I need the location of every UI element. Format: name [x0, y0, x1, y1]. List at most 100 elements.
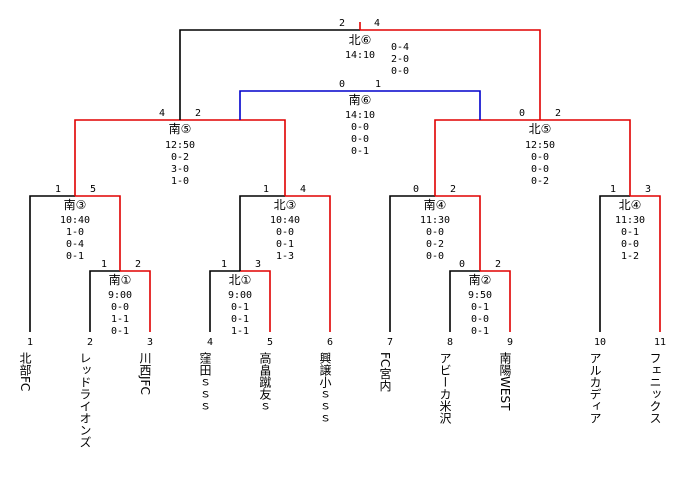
- score-left: 1: [55, 184, 61, 195]
- score-left: 2: [339, 18, 345, 29]
- match-time: 10:40: [270, 215, 300, 226]
- period-score: 0-1: [621, 227, 639, 238]
- team-number: 8: [447, 337, 453, 348]
- score-right: 2: [450, 184, 456, 195]
- match-time: 11:30: [615, 215, 645, 226]
- team-slot-1: 1 北部FC: [18, 337, 33, 391]
- score-left: 4: [159, 108, 165, 119]
- bracket-lines: [29, 22, 661, 332]
- team-number: 11: [654, 337, 666, 348]
- score-right: 1: [375, 79, 381, 90]
- period-score: 0-0: [111, 302, 129, 313]
- match-label: 北①: [229, 273, 252, 287]
- period-score: 0-1: [111, 326, 129, 337]
- match-time: 9:50: [468, 290, 492, 301]
- match-m11: 北⑥ 14:10 0-4 2-0 0-0 2 4: [339, 18, 409, 77]
- m3-left-line: [449, 270, 480, 332]
- m11-left-line: [179, 29, 360, 120]
- score-right: 5: [90, 184, 96, 195]
- match-time: 12:50: [525, 140, 555, 151]
- period-score: 0-0: [531, 152, 549, 163]
- score-right: 2: [495, 259, 501, 270]
- match-m5: 北③ 10:40 0-0 0-1 1-3 1 4: [263, 184, 306, 262]
- score-right: 2: [555, 108, 561, 119]
- team-slot-4: 4 窪田ｓｓｓ: [198, 337, 213, 412]
- m10-left-line: [239, 90, 360, 120]
- score-left: 1: [221, 259, 227, 270]
- team-name: 南陽WEST: [498, 351, 512, 412]
- m4-left-line: [29, 195, 75, 332]
- m2-right-line: [240, 270, 271, 332]
- team-number: 6: [327, 337, 333, 348]
- match-time: 12:50: [165, 140, 195, 151]
- score-left: 1: [263, 184, 269, 195]
- match-label: 南⑥: [349, 92, 372, 107]
- m11-right-line: [360, 29, 541, 120]
- match-m8: 南⑤ 12:50 0-2 3-0 1-0 4 2: [159, 108, 201, 187]
- period-score: 0-1: [471, 302, 489, 313]
- period-score: 0-0: [351, 122, 369, 133]
- team-number: 9: [507, 337, 513, 348]
- team-name: アルカディア: [588, 352, 602, 424]
- period-score: 0-1: [276, 239, 294, 250]
- m8-left-line: [74, 119, 180, 196]
- match-time: 9:00: [228, 290, 252, 301]
- period-score: 1-2: [621, 251, 639, 262]
- team-number: 2: [87, 337, 93, 348]
- period-score: 0-0: [426, 227, 444, 238]
- score-right: 3: [255, 259, 261, 270]
- match-label: 南②: [469, 272, 492, 287]
- period-score: 1-0: [66, 227, 84, 238]
- team-slot-2: 2 レッドライオンズ: [78, 337, 93, 448]
- match-time: 10:40: [60, 215, 90, 226]
- match-m4: 南③ 10:40 1-0 0-4 0-1 1 5: [55, 184, 96, 262]
- team-name: フェニックス: [648, 352, 662, 424]
- match-time: 11:30: [420, 215, 450, 226]
- team-number: 1: [27, 337, 33, 348]
- m8-right-line: [180, 119, 286, 196]
- score-right: 2: [135, 259, 141, 270]
- m1-left-line: [89, 270, 120, 332]
- m6-left-line: [389, 195, 435, 332]
- period-score: 0-1: [351, 146, 369, 157]
- match-label: 北⑤: [529, 122, 552, 136]
- m9-right-line: [540, 119, 631, 196]
- score-right: 4: [300, 184, 306, 195]
- period-score: 0-1: [231, 302, 249, 313]
- match-m2: 北① 9:00 0-1 0-1 1-1 1 3: [221, 259, 261, 337]
- m4-right-line: [75, 195, 121, 271]
- period-score: 3-0: [171, 164, 189, 175]
- period-score: 1-1: [111, 314, 129, 325]
- m7-right-line: [630, 195, 661, 332]
- team-slot-8: 8 アビーカ米沢: [438, 337, 453, 425]
- team-number: 4: [207, 337, 213, 348]
- match-time: 9:00: [108, 290, 132, 301]
- period-score: 1-3: [276, 251, 294, 262]
- team-slot-11: 11 フェニックス: [648, 337, 666, 424]
- score-left: 0: [459, 259, 465, 270]
- period-score: 1-1: [231, 326, 249, 337]
- m5-left-line: [239, 195, 285, 271]
- period-score: 0-0: [351, 134, 369, 145]
- score-right: 2: [195, 108, 201, 119]
- score-left: 0: [413, 184, 419, 195]
- team-slot-3: 3 川西JFC: [138, 337, 153, 395]
- m6-right-line: [435, 195, 481, 271]
- period-score: 0-0: [276, 227, 294, 238]
- period-score: 0-0: [471, 314, 489, 325]
- team-slot-9: 9 南陽WEST: [498, 337, 513, 411]
- m9-left-line: [434, 119, 540, 196]
- period-score: 0-0: [531, 164, 549, 175]
- match-label: 南①: [109, 272, 132, 287]
- period-score: 0-0: [621, 239, 639, 250]
- team-name: 興譲小ｓｓｓ: [318, 352, 332, 424]
- period-score: 0-1: [471, 326, 489, 337]
- match-label: 南⑤: [169, 121, 192, 136]
- m10-right-line: [360, 90, 481, 120]
- score-left: 0: [339, 79, 345, 90]
- m1-right-line: [120, 270, 151, 332]
- match-m9: 北⑤ 12:50 0-0 0-0 0-2 0 2: [519, 108, 561, 187]
- team-name: レッドライオンズ: [78, 352, 92, 448]
- score-left: 0: [519, 108, 525, 119]
